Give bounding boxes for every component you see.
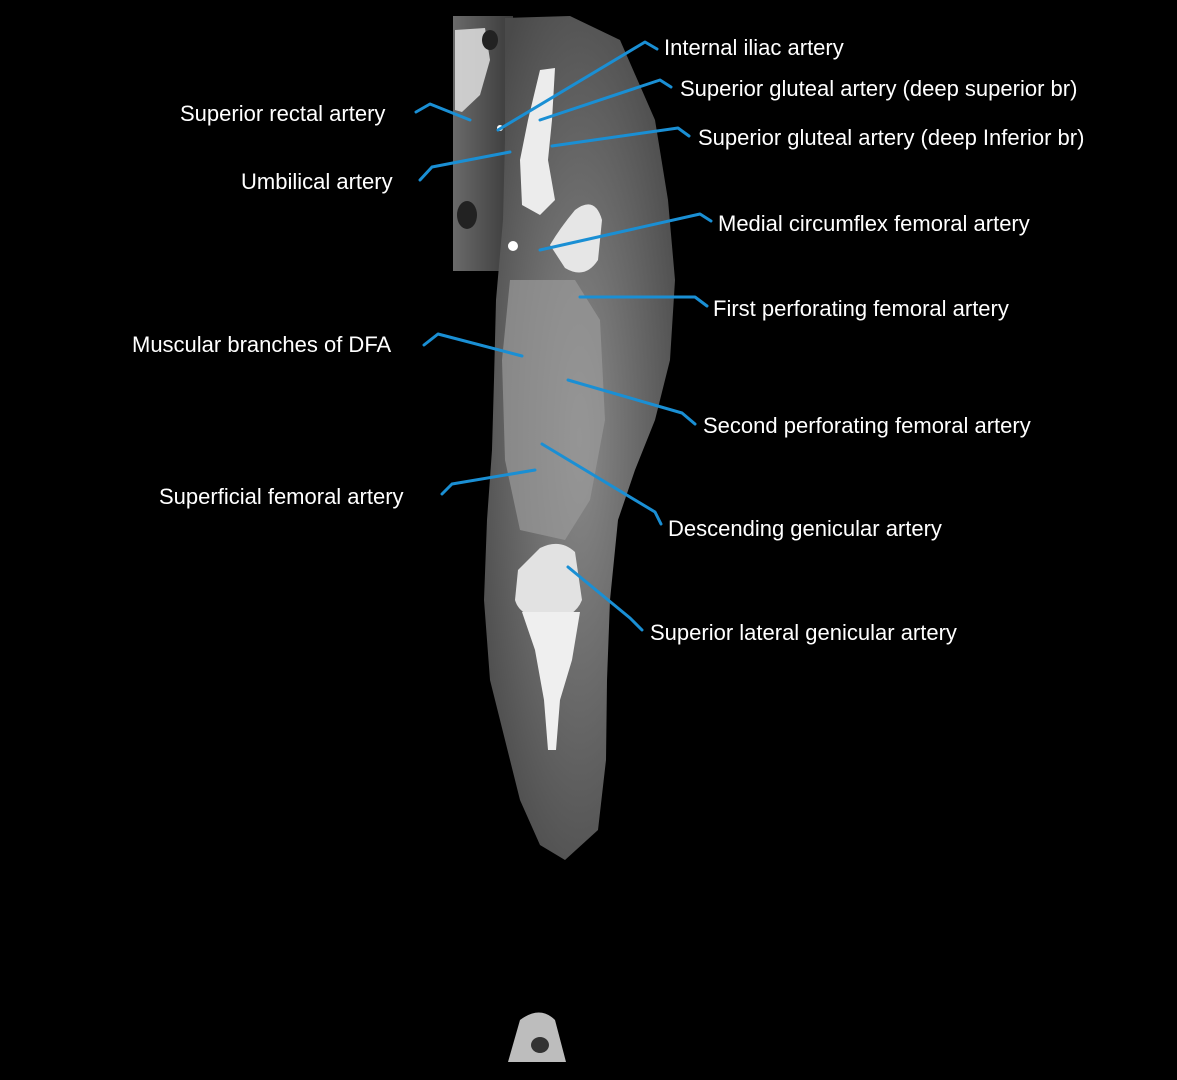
label-superior-lateral-genicular: Superior lateral genicular artery <box>650 620 957 645</box>
label-descending-genicular: Descending genicular artery <box>668 516 942 541</box>
leader-muscular-dfa <box>422 332 524 358</box>
leader-sup-gluteal-inferior <box>550 126 691 148</box>
leader-second-perforating <box>566 378 697 426</box>
leader-internal-iliac <box>496 40 659 132</box>
bowel-gas <box>457 201 477 229</box>
leader-umbilical <box>418 150 512 182</box>
thigh-muscle-mass <box>502 280 605 540</box>
sacrum-bone <box>455 28 490 112</box>
label-second-perforating: Second perforating femoral artery <box>703 413 1031 438</box>
distal-femur <box>515 543 582 620</box>
leader-first-perforating <box>578 295 709 308</box>
label-internal-iliac: Internal iliac artery <box>664 35 844 60</box>
label-superficial-femoral: Superficial femoral artery <box>159 484 404 509</box>
label-umbilical: Umbilical artery <box>241 169 393 194</box>
leader-superior-rectal <box>414 102 472 122</box>
femoral-head <box>550 204 602 273</box>
leader-descending-genicular <box>540 442 663 526</box>
label-sup-gluteal-superior: Superior gluteal artery (deep superior b… <box>680 76 1078 101</box>
leader-superior-lateral-genicular <box>566 565 644 632</box>
label-first-perforating: First perforating femoral artery <box>713 296 1009 321</box>
leader-superficial-femoral <box>440 468 537 496</box>
ilium-bone <box>520 68 555 215</box>
label-superior-rectal: Superior rectal artery <box>180 101 386 126</box>
leader-medial-circumflex <box>538 212 713 252</box>
label-muscular-dfa: Muscular branches of DFA <box>132 332 392 357</box>
label-sup-gluteal-inferior: Superior gluteal artery (deep Inferior b… <box>698 125 1085 150</box>
foot-crop <box>508 1012 566 1062</box>
leader-sup-gluteal-superior <box>538 78 673 122</box>
label-medial-circumflex: Medial circumflex femoral artery <box>718 211 1030 236</box>
tibia-bone <box>522 612 580 750</box>
